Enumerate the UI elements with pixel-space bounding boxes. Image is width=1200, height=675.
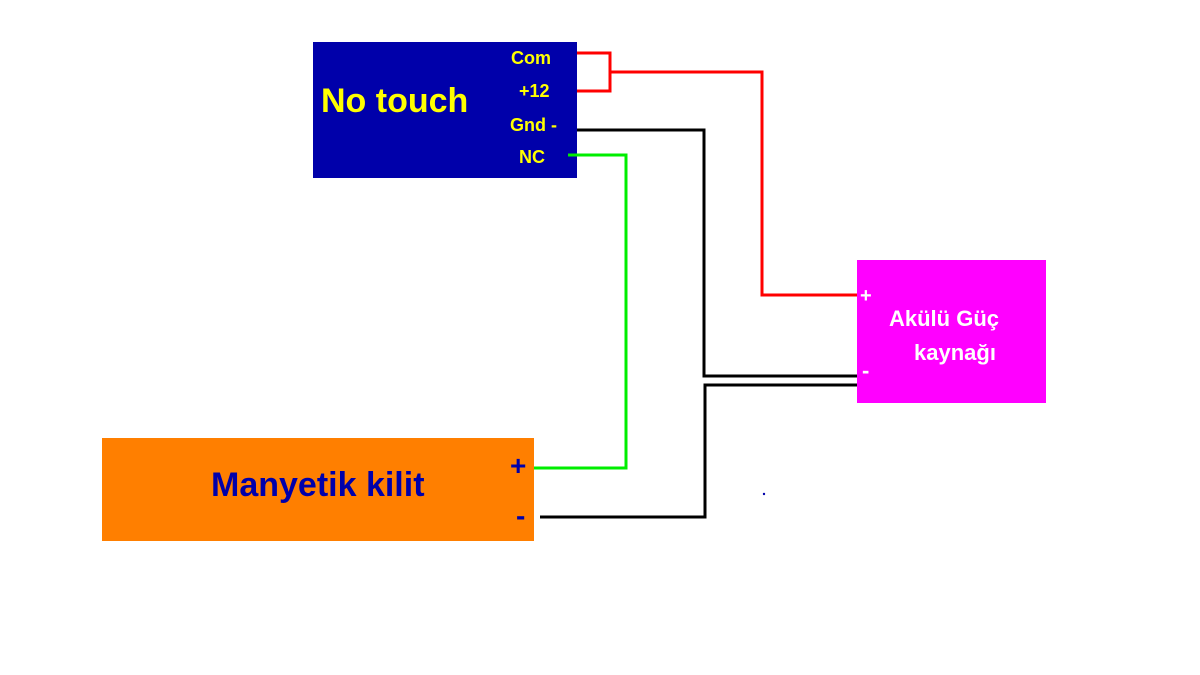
magnetic-lock-device: [102, 438, 534, 541]
no-touch-device: [313, 42, 577, 178]
psu-title-line2: kaynağı: [914, 340, 996, 365]
wire-nc-to-lock-plus: [534, 153, 628, 470]
no-touch-title: No touch: [321, 82, 469, 120]
wire-plus12-to-psu-plus: [610, 70, 857, 297]
wire-lock-minus-to-psu-minus: [540, 383, 857, 519]
terminal-gnd-label: Gnd -: [510, 115, 557, 135]
wire-gnd-to-psu-minus: [577, 128, 857, 378]
psu-minus-label: -: [862, 358, 870, 383]
lock-minus-label: -: [516, 500, 526, 531]
psu-plus-label: +: [860, 285, 872, 307]
stray-dot: [762, 492, 766, 496]
terminal-plus12-label: +12: [519, 81, 550, 101]
psu-title-line1: Akülü Güç: [889, 306, 1000, 331]
terminal-com-label: Com: [511, 48, 551, 68]
lock-plus-label: +: [510, 450, 527, 481]
battery-power-supply: [857, 260, 1046, 403]
lock-title: Manyetik kilit: [211, 466, 425, 504]
wire-com: [577, 51, 612, 93]
terminal-nc-label: NC: [519, 147, 545, 167]
